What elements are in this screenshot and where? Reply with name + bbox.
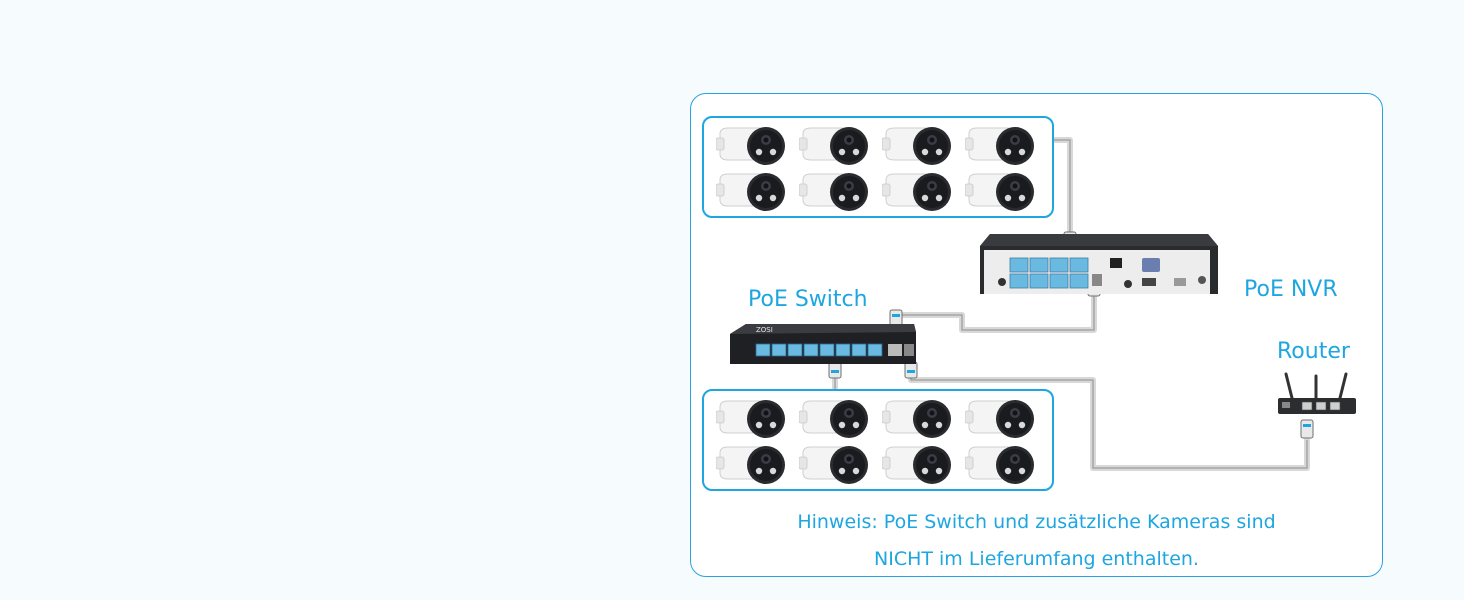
camera-icon [964, 443, 1037, 485]
camera-icon [798, 397, 871, 439]
camera-icon [798, 124, 871, 166]
note-line-1: Hinweis: PoE Switch und zusätzliche Kame… [797, 511, 1276, 533]
camera-group-top [702, 116, 1054, 218]
poe-switch-device-icon: ZOSI [730, 324, 916, 364]
camera-icon [964, 170, 1037, 212]
poe-switch-label: PoE Switch [748, 287, 868, 312]
camera-icon [881, 443, 954, 485]
camera-icon [964, 124, 1037, 166]
switch-brand-text: ZOSI [756, 326, 773, 334]
camera-group-bottom [702, 389, 1054, 491]
camera-icon [881, 170, 954, 212]
camera-icon [881, 397, 954, 439]
router-label: Router [1277, 339, 1350, 364]
camera-icon [798, 170, 871, 212]
camera-icon [715, 443, 788, 485]
rj45-plug-icon [1300, 419, 1314, 439]
router-device-icon [1278, 372, 1356, 414]
camera-icon [715, 397, 788, 439]
poe-nvr-label: PoE NVR [1244, 277, 1338, 302]
camera-icon [715, 170, 788, 212]
camera-icon [881, 124, 954, 166]
camera-icon [715, 124, 788, 166]
note-line-2: NICHT im Lieferumfang enthalten. [874, 548, 1199, 570]
camera-icon [798, 443, 871, 485]
camera-icon [964, 397, 1037, 439]
nvr-device-icon [980, 234, 1218, 294]
